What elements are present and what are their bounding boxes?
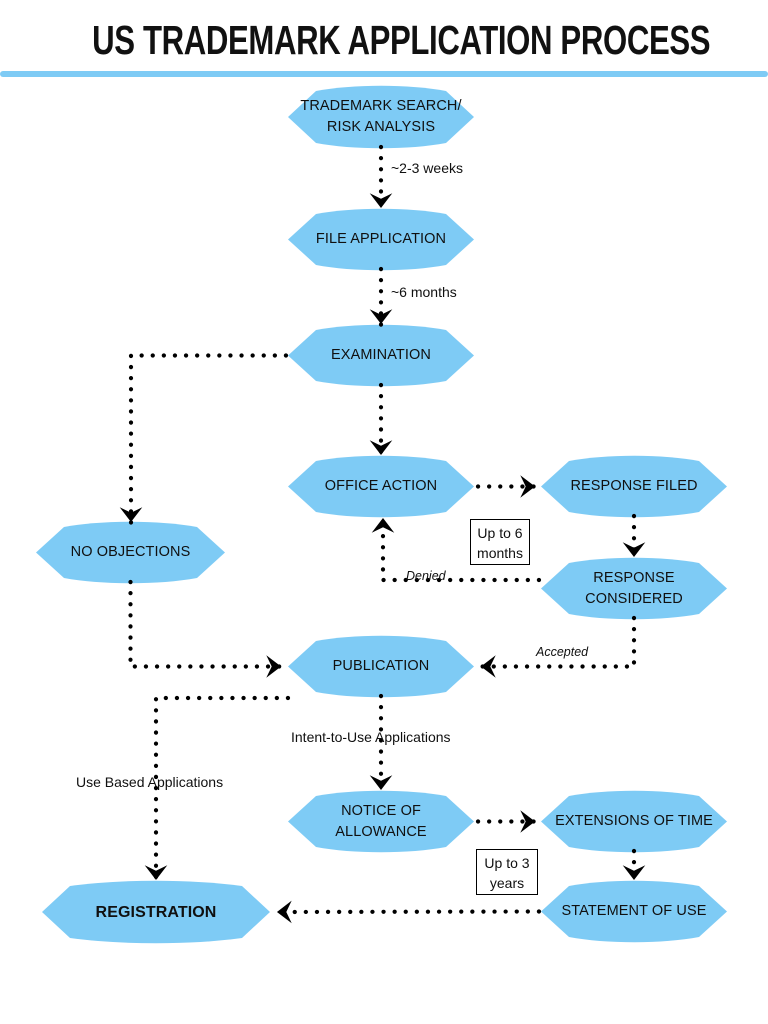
lbl-accepted: Accepted <box>536 645 589 659</box>
node-shape-file[interactable] <box>288 208 474 271</box>
lbl-denied: Denied <box>406 569 446 583</box>
node-label2-search: RISK ANALYSIS <box>326 119 436 135</box>
node-label-respconsid: RESPONSE <box>593 569 675 586</box>
node-shapes-layer <box>36 85 727 944</box>
node-shape-respconsid[interactable] <box>541 557 727 620</box>
node-label-statement: STATEMENT OF USE <box>561 903 707 919</box>
edge-considered-to-publication-accepted <box>476 615 637 678</box>
node-office[interactable]: OFFICE ACTION <box>288 461 474 512</box>
note-line1-note6months: Up to 6 <box>477 525 523 541</box>
node-shape-examination[interactable] <box>288 324 474 387</box>
note-line1-note3years: Up to 3 <box>484 855 530 871</box>
node-notice[interactable]: NOTICE OF ALLOWANCE <box>288 796 474 847</box>
node-examination[interactable]: EXAMINATION <box>288 330 474 381</box>
node-shape-notice[interactable] <box>288 790 474 853</box>
note-box-note6months: Up to 6 months <box>470 519 530 565</box>
node-label-examination: EXAMINATION <box>331 347 431 363</box>
lbl-2-3-weeks: ~2-3 weeks <box>391 160 463 176</box>
node-label-publication: PUBLICATION <box>332 658 430 674</box>
node-extensions[interactable]: EXTENSIONS OF TIME <box>541 796 727 847</box>
lbl-6-months: ~6 months <box>391 284 457 300</box>
node-search[interactable]: TRADEMARK SEARCH/RISK ANALYSIS <box>288 91 474 143</box>
node-shape-noobj[interactable] <box>36 521 225 584</box>
node-shape-search[interactable] <box>288 85 474 149</box>
edge-statement-to-registration <box>272 900 542 924</box>
node-shape-publication[interactable] <box>288 635 474 698</box>
edge-considered-to-office-denied <box>371 513 542 583</box>
note-line2-note3years: years <box>489 875 525 891</box>
page-title: US TRADEMARK APPLICATION PROCESS <box>92 17 711 63</box>
node-label-responsefiled: RESPONSE FILED <box>570 478 698 494</box>
node-label-noobj: NO OBJECTIONS <box>70 544 191 560</box>
node-label-search: TRADEMARK SEARCH/ <box>300 98 462 114</box>
node-shape-extensions[interactable] <box>541 790 727 853</box>
node-shape-statement[interactable] <box>541 880 727 943</box>
node-file[interactable]: FILE APPLICATION <box>288 214 474 265</box>
note-line2-note6months: months <box>477 545 523 561</box>
node-label2-notice: ALLOWANCE <box>335 823 427 840</box>
node-label-notice: NOTICE OF <box>341 802 421 819</box>
edge-noobjections-to-publication <box>128 579 286 678</box>
node-noobj[interactable]: NO OBJECTIONS <box>36 527 225 578</box>
lbl-intent: Intent-to-Use Applications <box>291 729 451 745</box>
node-label-office: OFFICE ACTION <box>324 478 438 494</box>
edge-paths-layer <box>119 144 646 924</box>
node-responsefiled[interactable]: RESPONSE FILED <box>541 461 727 512</box>
node-respconsid[interactable]: RESPONSE CONSIDERED <box>541 563 727 614</box>
node-label2-respconsid: CONSIDERED <box>585 590 683 607</box>
node-label-extensions: EXTENSIONS OF TIME <box>555 813 713 829</box>
lbl-usebased: Use Based Applications <box>76 774 224 790</box>
node-publication[interactable]: PUBLICATION <box>288 641 474 692</box>
node-shape-office[interactable] <box>288 455 474 518</box>
note-box-note3years: Up to 3 years <box>476 849 538 895</box>
node-registration[interactable]: REGISTRATION <box>42 886 270 938</box>
node-shape-registration[interactable] <box>42 880 270 944</box>
title-divider-rule <box>0 71 768 77</box>
edge-examination-to-noobjections <box>119 353 289 527</box>
node-label-file: FILE APPLICATION <box>315 231 447 247</box>
node-statement[interactable]: STATEMENT OF USE <box>541 886 727 937</box>
edge-publication-to-registration <box>144 695 291 885</box>
node-label-registration: REGISTRATION <box>95 903 217 921</box>
node-shape-responsefiled[interactable] <box>541 455 727 518</box>
